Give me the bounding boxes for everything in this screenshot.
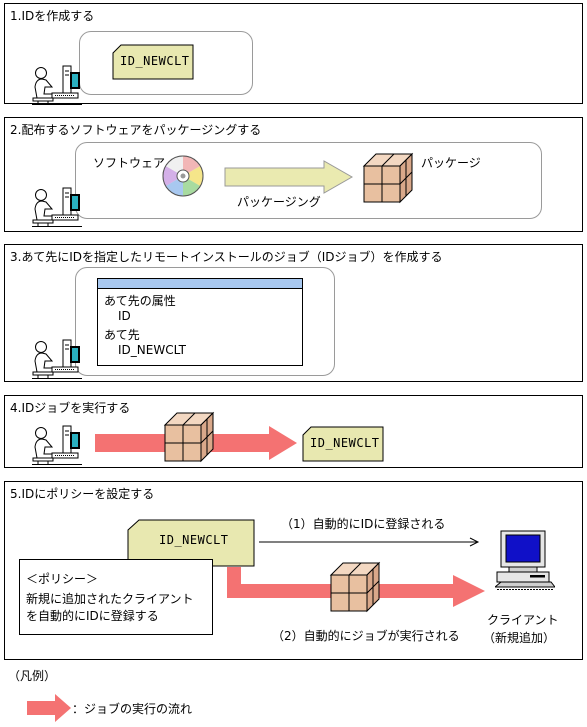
dest-attr-value: ID [118,309,131,323]
legend-title: （凡例） [8,669,57,683]
policy-box: ＜ポリシー＞ 新規に追加されたクライアント を自動的にIDに登録する [19,559,213,635]
step-2-title: 2.配布するソフトウェアをパッケージングする [10,123,262,137]
client-sublabel: （新規追加） [483,631,556,645]
id-tag-label: ID_NEWCLT [159,533,229,547]
dest-label: あて先 [104,328,140,342]
packaging-arrow [224,160,354,194]
job-dialog: あて先の属性 ID あて先 ID_NEWCLT [97,278,303,366]
admin-user-icon [32,423,84,465]
legend-item-label: ：ジョブの実行の流れ [72,702,193,716]
step-4-panel: 4.IDジョブを実行する ID_NEWCLT [4,395,583,468]
policy-line-1: 新規に追加されたクライアント [26,592,194,606]
software-label: ソフトウェア [93,156,166,170]
step-5-title: 5.IDにポリシーを設定する [10,487,155,501]
step-2-panel: 2.配布するソフトウェアをパッケージングする ソフトウェア パッケージング パッ… [4,117,583,232]
package-icon [329,561,381,613]
job-dialog-titlebar [98,279,302,289]
admin-user-icon [32,185,84,227]
admin-user-icon [32,63,84,105]
admin-user-icon [32,337,84,379]
packaging-label: パッケージング [237,195,321,209]
id-tag-label: ID_NEWCLT [310,436,380,450]
dest-attr-label: あて先の属性 [104,294,176,308]
id-tag-label: ID_NEWCLT [120,54,190,68]
flow1-label: （1）自動的にIDに登録される [281,517,446,531]
policy-title: ＜ポリシー＞ [26,572,99,586]
step-4-title: 4.IDジョブを実行する [10,401,131,415]
package-icon [362,152,414,204]
software-cd-icon [161,154,205,198]
client-label: クライアント [487,613,559,627]
package-icon [163,411,215,463]
package-label: パッケージ [421,156,481,170]
step-3-title: 3.あて先にIDを指定したリモートインストールのジョブ（IDジョブ）を作成する [10,250,443,264]
dest-value: ID_NEWCLT [118,343,186,357]
step-5-panel: 5.IDにポリシーを設定する ID_NEWCLT （1）自動的にIDに登録される… [4,481,583,660]
step-3-panel: 3.あて先にIDを指定したリモートインストールのジョブ（IDジョブ）を作成する … [4,244,583,382]
step-1-title: 1.IDを作成する [10,9,95,23]
policy-line-2: を自動的にIDに登録する [26,609,159,623]
legend-flow-arrow [27,694,71,722]
register-arrow [259,537,480,547]
client-computer-icon [495,529,555,591]
step-1-panel: 1.IDを作成する ID_NEWCLT [4,3,583,104]
flow2-label: （2）自動的にジョブが実行される [272,629,460,643]
